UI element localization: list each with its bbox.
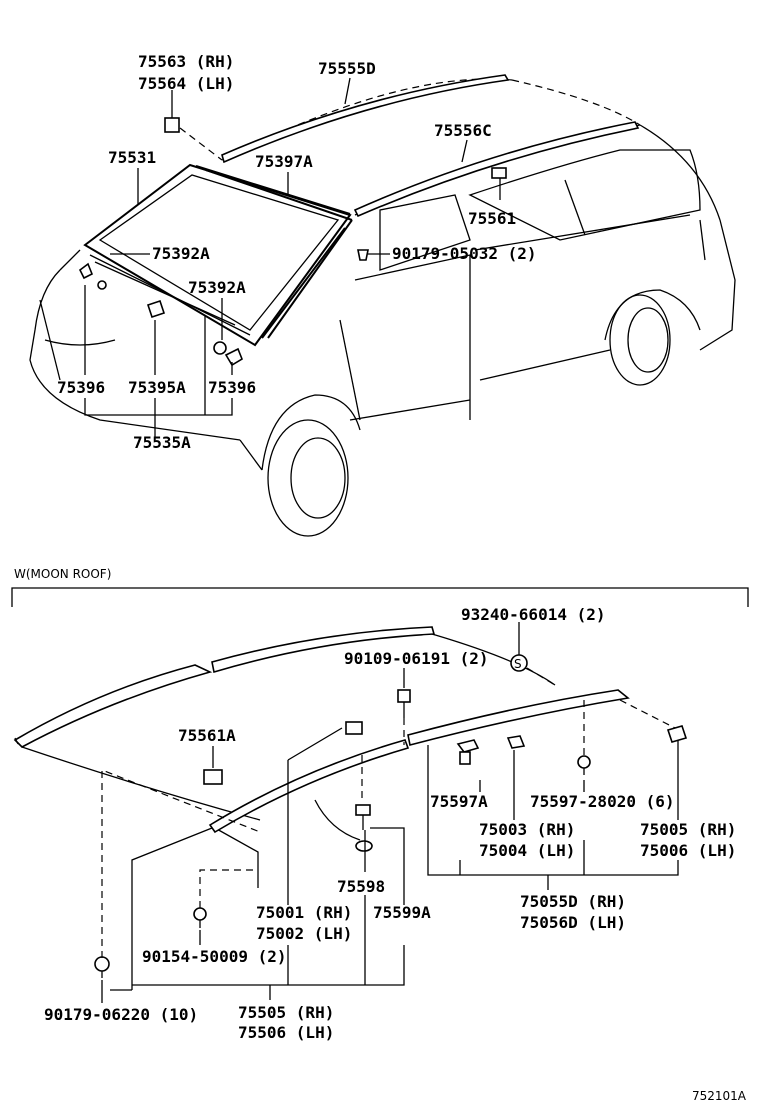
- label-75597-28020: 75597-28020 (6): [530, 792, 675, 811]
- label-90154-50009: 90154-50009 (2): [142, 947, 287, 966]
- label-75396-right: 75396: [208, 378, 256, 397]
- label-75006: 75006 (LH): [640, 841, 736, 860]
- section-bracket: [11, 587, 749, 607]
- label-75598: 75598: [337, 877, 385, 896]
- label-90109-06191: 90109-06191 (2): [344, 649, 489, 668]
- label-75002: 75002 (LH): [256, 924, 352, 943]
- label-75396-left: 75396: [57, 378, 105, 397]
- label-93240-66014: 93240-66014 (2): [461, 605, 606, 624]
- label-75005: 75005 (RH): [640, 820, 736, 839]
- section-title: W(MOON ROOF): [14, 567, 111, 581]
- label-75506: 75506 (LH): [238, 1023, 334, 1042]
- label-75561: 75561: [468, 209, 516, 228]
- diagram-code: 752101A: [692, 1089, 747, 1103]
- lower-leader-lines: [101, 622, 679, 1003]
- label-75556C: 75556C: [434, 121, 492, 140]
- s-mark: S: [514, 657, 522, 671]
- label-75535A: 75535A: [133, 433, 191, 452]
- label-75555D: 75555D: [318, 59, 376, 78]
- label-75055D: 75055D (RH): [520, 892, 626, 911]
- label-75531: 75531: [108, 148, 156, 167]
- label-75003: 75003 (RH): [479, 820, 575, 839]
- label-75564: 75564 (LH): [138, 74, 234, 93]
- label-75599A: 75599A: [373, 903, 431, 922]
- label-90179-05032: 90179-05032 (2): [392, 244, 537, 263]
- van-illustration: [29, 74, 736, 537]
- moon-roof-parts: [13, 626, 688, 978]
- label-75395A: 75395A: [128, 378, 186, 397]
- upper-leader-lines: [84, 77, 501, 440]
- label-75004: 75004 (LH): [479, 841, 575, 860]
- label-75001: 75001 (RH): [256, 903, 352, 922]
- label-75563: 75563 (RH): [138, 52, 234, 71]
- label-75597A: 75597A: [430, 792, 488, 811]
- label-75561A: 75561A: [178, 726, 236, 745]
- label-75397A: 75397A: [255, 152, 313, 171]
- label-75505: 75505 (RH): [238, 1003, 334, 1022]
- label-75392A-bottom: 75392A: [188, 278, 246, 297]
- label-75392A-top: 75392A: [152, 244, 210, 263]
- label-90179-06220: 90179-06220 (10): [44, 1005, 198, 1024]
- label-75056D: 75056D (LH): [520, 913, 626, 932]
